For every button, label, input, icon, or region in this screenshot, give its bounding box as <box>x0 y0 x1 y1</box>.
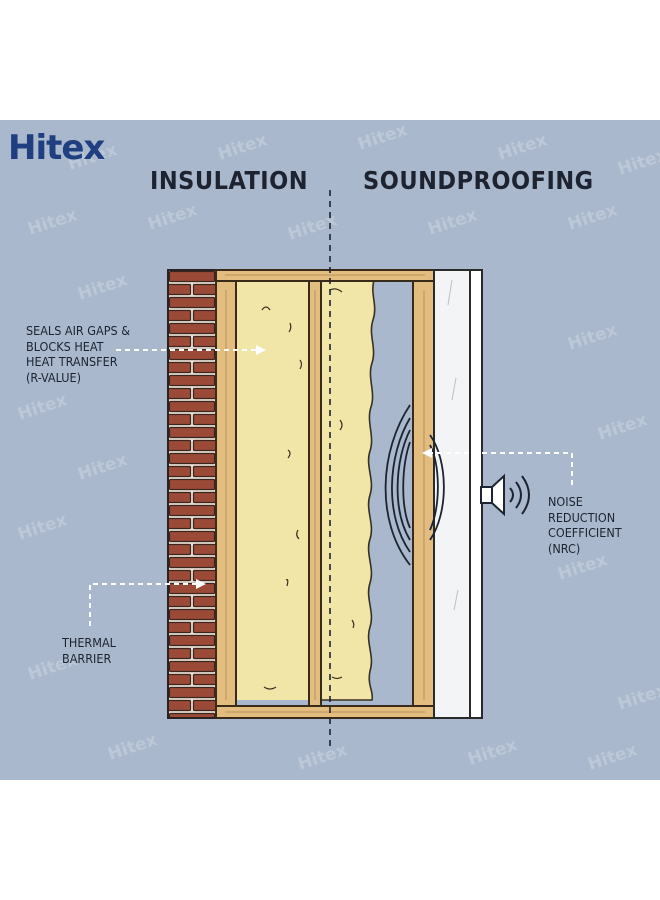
label-thermal-barrier: THERMAL BARRIER <box>62 635 116 666</box>
leader-lines <box>89 349 573 626</box>
leader-arrowheads <box>196 345 432 589</box>
leader-noise-reduction <box>430 452 573 485</box>
brick-wall <box>167 269 217 719</box>
wood-grain <box>225 274 425 713</box>
wall-cross-section: Hitex Hitex Hitex Hitex Hitex Hitex Hite… <box>0 120 660 780</box>
leader-thermal-barrier <box>89 583 198 626</box>
brand-logo: Hitex <box>8 128 105 168</box>
speaker-icon <box>480 473 530 517</box>
heading-soundproofing: SOUNDPROOFING <box>363 166 594 195</box>
heading-insulation: INSULATION <box>150 166 309 195</box>
insulation-texture <box>261 288 355 690</box>
insulation-batt-right <box>320 279 376 701</box>
diagram-panel: Hitex Hitex Hitex Hitex Hitex Hitex Hite… <box>0 120 660 780</box>
label-noise-reduction: NOISE REDUCTION COEFFICIENT (NRC) <box>548 494 622 556</box>
drywall-panel <box>433 269 471 719</box>
label-air-gaps: SEALS AIR GAPS & BLOCKS HEAT HEAT TRANSF… <box>26 323 130 385</box>
insulation-batt-left <box>236 280 309 700</box>
sound-waves <box>384 404 445 566</box>
drywall-sheen <box>447 279 459 611</box>
